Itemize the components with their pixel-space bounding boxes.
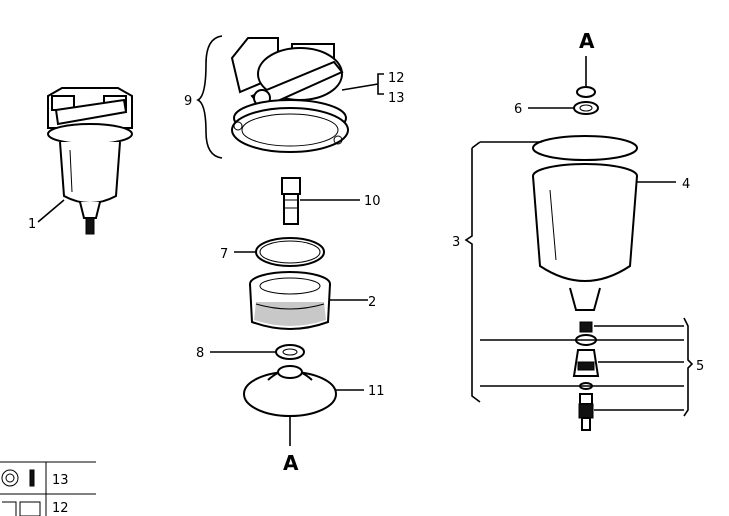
leader-lines <box>37 35 694 446</box>
center-bolt-part-10 <box>281 177 301 225</box>
label-part-10: 10 <box>364 194 381 209</box>
label-part-4: 4 <box>682 177 690 192</box>
label-part-9: 9 <box>184 94 192 109</box>
legend-row-2-value: 12 <box>52 501 69 516</box>
label-part-5: 5 <box>696 359 704 374</box>
reference-a-bottom: A <box>283 451 299 475</box>
label-part-7: 7 <box>220 247 228 262</box>
washer-part-6 <box>573 86 599 115</box>
label-part-2: 2 <box>368 295 376 310</box>
legend-row-1-value: 13 <box>52 473 69 488</box>
washer-ring-icon <box>1 469 35 487</box>
label-part-11: 11 <box>368 384 385 399</box>
fitting-icon <box>2 501 41 516</box>
label-part-8: 8 <box>196 346 204 361</box>
label-part-3: 3 <box>452 235 460 250</box>
assembled-filter-part-1 <box>47 87 133 235</box>
label-part-6: 6 <box>514 102 522 117</box>
filter-element-part-2 <box>249 271 331 330</box>
drain-assembly-part-5 <box>572 321 600 431</box>
bowl-part-4 <box>532 135 638 311</box>
washer-part-8 <box>275 344 305 360</box>
label-part-13: 13 <box>388 91 405 106</box>
label-part-1: 1 <box>28 217 36 232</box>
reference-a-top: A <box>579 29 595 53</box>
o-ring-part-7 <box>255 237 325 267</box>
bottom-cap-part-11 <box>243 365 337 417</box>
parts-legend-table: 13 12 <box>0 461 96 516</box>
part-labels: 1 2 3 4 5 6 7 8 9 10 11 12 13 A A <box>28 29 704 475</box>
label-part-12: 12 <box>388 71 405 86</box>
filter-head-part-9 <box>230 37 349 153</box>
